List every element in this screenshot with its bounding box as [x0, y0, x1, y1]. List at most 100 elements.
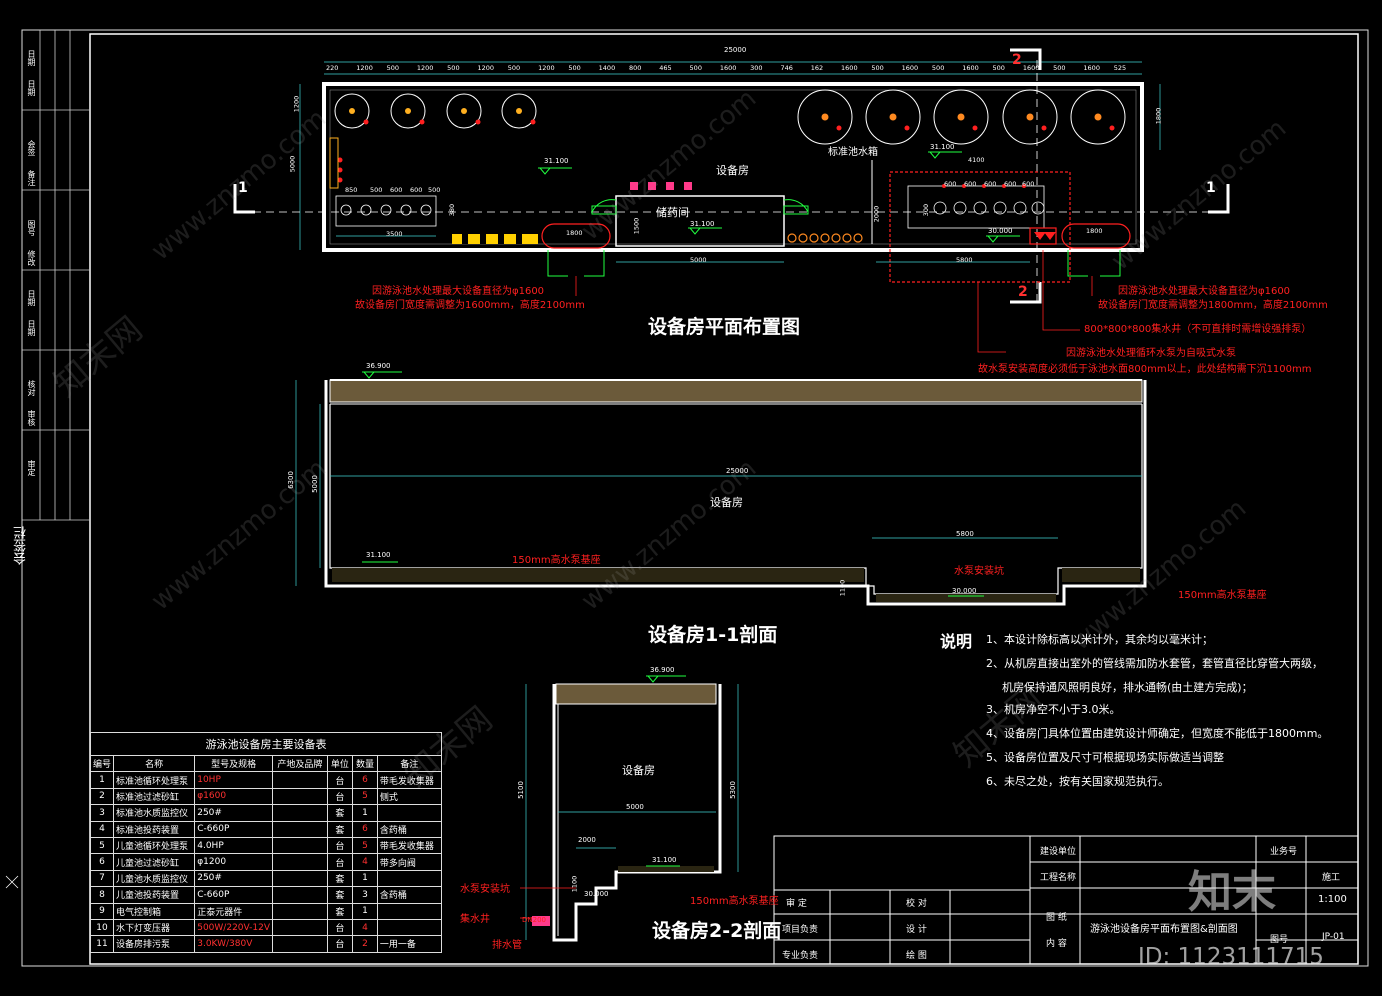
note-item: 3、机房净空不小于3.0米。: [986, 703, 1121, 716]
table-cell: [376, 902, 443, 920]
table-cell: 6: [352, 820, 378, 838]
title-block: [773, 835, 1359, 965]
table-cell: [272, 853, 328, 871]
table-cell: 台: [326, 836, 354, 855]
plan-dim: 600: [1022, 180, 1035, 188]
s22-pump-pit-label: 水泵安装坑: [460, 884, 510, 895]
plan-top-dim: 1200: [477, 64, 495, 72]
plan-top-dim: 1600: [841, 64, 858, 72]
equipment-table-header-cell: 名称: [113, 754, 196, 773]
table-cell: φ1600: [194, 787, 274, 806]
table-cell: [272, 886, 328, 904]
table-cell: 套: [326, 804, 354, 822]
table-cell: 带毛发收集器: [376, 771, 443, 789]
side-strip-label: 审核: [27, 410, 36, 426]
s22-dim-1100: 1100: [570, 875, 579, 893]
tb-content-2: 内 容: [1046, 939, 1067, 949]
plan-dim: 600: [1004, 180, 1017, 188]
plan-top-dim: 1600: [1022, 64, 1040, 72]
note-item: 6、未尽之处，按有关国家规范执行。: [986, 775, 1169, 788]
plan-outer-wall: [322, 82, 1144, 252]
plan-level-c: 31.100: [930, 143, 955, 151]
equipment-table-header-cell: 型号及规格: [194, 754, 274, 773]
plan-top-dim: 1600: [1083, 64, 1100, 72]
table-cell: 电气控制箱: [113, 902, 196, 920]
section-mark-2-bottom: 2: [1018, 284, 1028, 300]
tb-project-lead: 项目负责: [782, 925, 819, 935]
watermark-id: ID: 1123111715: [1138, 944, 1324, 970]
s11-height-inner: 5000: [310, 475, 319, 493]
plan-view: [233, 48, 1230, 353]
plan-side-dim: 1200: [292, 95, 301, 113]
table-cell: 1: [352, 869, 378, 888]
table-cell: [376, 869, 443, 888]
s11-pit-label: 水泵安装坑: [954, 566, 1004, 577]
plan-tank-label: 标准池水箱: [828, 147, 878, 158]
table-cell: 4: [352, 918, 378, 937]
plan-dim: 600: [944, 180, 957, 188]
table-cell: 台: [326, 935, 354, 953]
tb-approve: 审 定: [786, 899, 807, 909]
table-cell: 标准池投药装置: [113, 820, 196, 838]
s22-pit-dim: 2000: [578, 836, 596, 844]
table-cell: 儿童池投药装置: [113, 886, 196, 904]
equipment-tags: [337, 119, 1115, 183]
note-item: 2、从机房直接出室外的管线需加防水套管，套管直径比穿管大两级，: [986, 657, 1323, 670]
table-cell: [272, 820, 328, 838]
s11-title: 设备房1-1剖面: [648, 624, 778, 646]
table-cell: 10: [89, 918, 115, 937]
s11-top-level: 36.900: [366, 362, 391, 370]
plan-top-dim: 500: [447, 64, 460, 72]
plan-top-total-dim: 25000: [724, 46, 747, 54]
s11-base-label-right: 150mm高水泵基座: [1178, 590, 1267, 601]
equipment-table-title: 游泳池设备房主要设备表: [90, 732, 442, 756]
table-cell: 1: [89, 771, 115, 789]
table-cell: 含药桶: [376, 820, 443, 838]
table-cell: 6: [352, 771, 378, 789]
plan-top-dim: 500: [386, 64, 399, 72]
s22-height-right: 5300: [728, 781, 737, 799]
table-cell: [272, 902, 328, 920]
table-cell: 标准池过滤砂缸: [113, 787, 196, 806]
side-strip-label: 日期: [27, 320, 36, 336]
tb-project-no: 业务号: [1270, 847, 1298, 857]
s11-total-dim: 25000: [726, 467, 749, 475]
table-cell: 台: [326, 787, 354, 806]
plan-top-dim: 746: [780, 64, 793, 72]
table-cell: 一用一备: [376, 935, 443, 953]
side-strip-label: 日期: [27, 50, 36, 66]
s22-floor-level: 31.100: [652, 856, 677, 864]
dosing-room: [615, 195, 785, 247]
equipment-table-header-cell: 单位: [326, 754, 354, 773]
side-strip-label: 日期: [27, 290, 36, 306]
table-cell: 3: [352, 886, 378, 904]
table-cell: 2: [352, 935, 378, 953]
s11-pit-level: 30.000: [952, 587, 977, 595]
side-strip-label: 修改: [27, 250, 36, 266]
side-strip-label: 会签: [27, 140, 36, 156]
table-cell: 带多向阀: [376, 853, 443, 871]
plan-note-left-2: 故设备房门宽度需调整为1600mm，高度2100mm: [355, 300, 585, 311]
plan-dim: 600: [964, 180, 977, 188]
plan-right-dim: 1800: [1154, 107, 1163, 125]
s11-room-label: 设备房: [710, 496, 743, 509]
plan-dim: 1800: [1086, 227, 1103, 235]
table-cell: 250#: [194, 869, 274, 888]
plan-top-dim: 500: [992, 64, 1005, 72]
plan-top-dim: 500: [568, 64, 581, 72]
plan-top-dim: 500: [689, 64, 702, 72]
tb-sheet-label: 图号: [1270, 935, 1289, 945]
plan-level-d: 30.000: [988, 227, 1013, 235]
side-strip-label: 核对: [27, 380, 36, 396]
table-cell: 5: [352, 787, 378, 806]
table-cell: 3.0KW/380V: [194, 935, 274, 953]
tb-design: 设 计: [906, 925, 927, 935]
